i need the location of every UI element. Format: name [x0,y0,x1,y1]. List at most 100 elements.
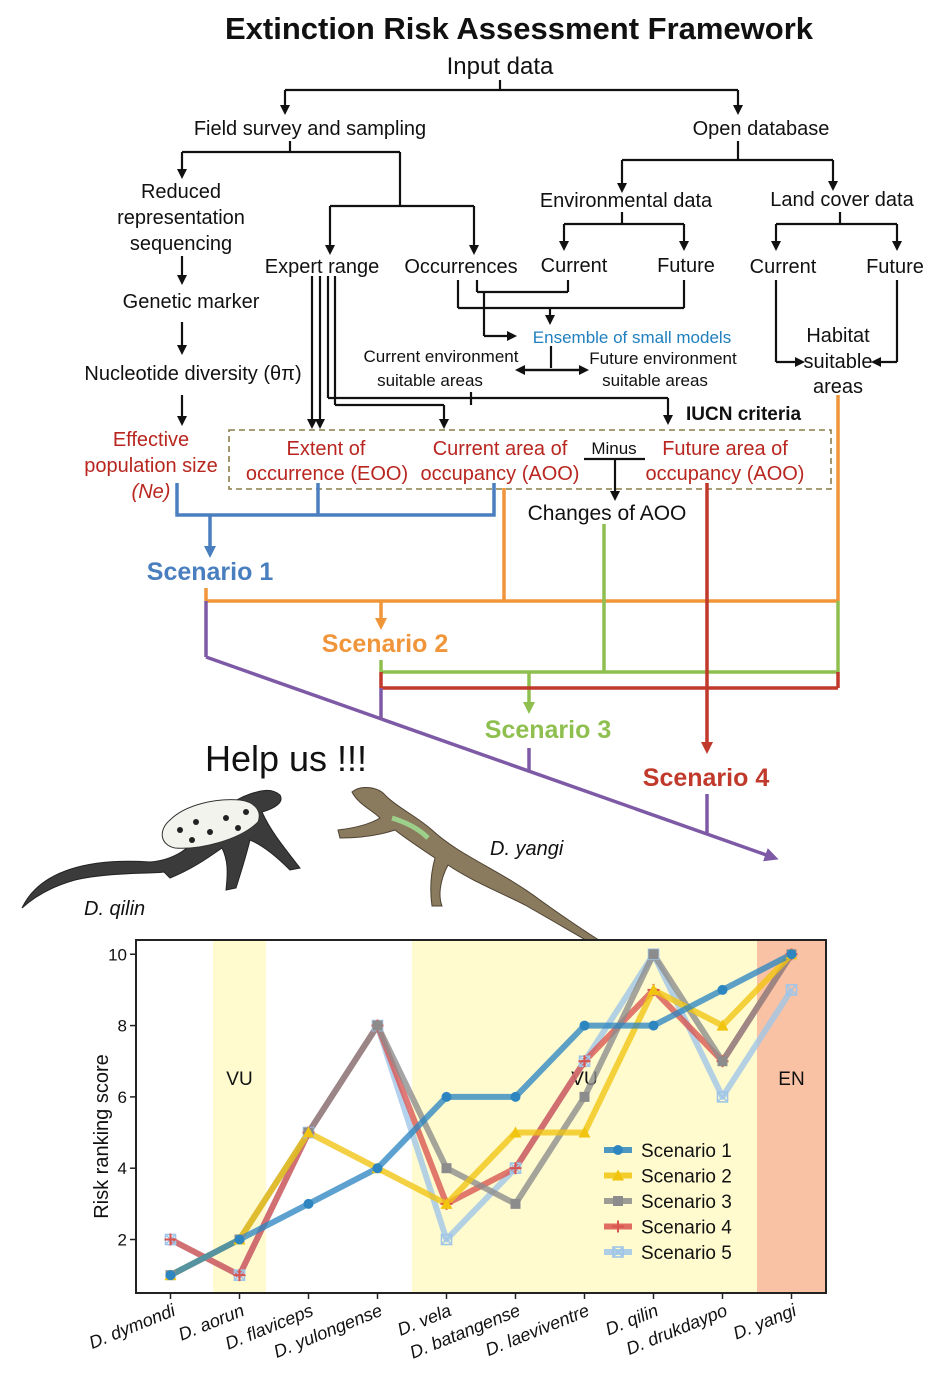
data-point [648,1020,659,1031]
node-changes-aoo: Changes of AOO [528,502,687,525]
scenario-4-label: Scenario 4 [643,764,770,792]
connector-ensemble [456,280,686,341]
data-point [165,1270,176,1281]
y-tick-label: 4 [118,1159,127,1178]
legend-marker [613,1145,623,1155]
legend-label: Scenario 3 [641,1192,732,1213]
node-fut-env-1: Future environment [589,349,737,368]
data-point [579,1020,590,1031]
data-point [716,1019,729,1031]
data-point [164,1233,177,1246]
legend-label: Scenario 2 [641,1167,732,1188]
data-point [648,949,659,960]
legend-marker [613,1196,623,1206]
scenario-1-label: Scenario 1 [147,558,274,586]
node-habitat-2: suitable [804,351,873,373]
legend-marker [612,1169,624,1181]
node-iucn: IUCN criteria [686,404,802,425]
series-line [169,951,793,1278]
node-aoo-fut-2: occupancy (AOO) [646,463,805,485]
y-axis-label: Risk ranking score [91,1054,113,1219]
node-open-database: Open database [693,118,830,140]
data-point [233,1269,246,1282]
data-point [440,1197,453,1209]
data-point [717,1056,728,1067]
connector-database [617,141,838,193]
page-title: Extinction Risk Assessment Framework [225,11,814,46]
connector-ensemble-out [515,346,589,375]
label-qilin: D. qilin [84,898,145,920]
node-ensemble: Ensemble of small models [533,328,731,347]
node-fut-env-2: suitable areas [602,371,708,390]
connector-input [280,80,743,115]
node-rrs-1: Reduced [141,181,221,203]
data-point [441,1091,452,1102]
legend-label: Scenario 1 [641,1141,732,1162]
scenario4-connectors [379,483,840,754]
lizard-yangi-image [337,787,620,956]
data-point [785,984,798,996]
y-tick-label: 6 [118,1088,127,1107]
node-habitat-3: areas [813,376,863,398]
scenario1-connectors [175,483,496,558]
data-point [440,1233,453,1246]
data-point [716,1091,729,1103]
lizard-qilin-image [21,789,301,909]
connector-habitat [774,280,899,367]
data-point [786,949,797,960]
data-point [578,1126,591,1138]
data-point [647,983,660,995]
y-tick-label: 10 [108,945,127,964]
risk-band-label: VU [226,1069,252,1090]
plot-frame [135,939,827,1294]
data-point [372,1163,383,1174]
node-input-data: Input data [447,53,554,80]
node-environmental-data: Environmental data [540,190,713,212]
node-eoo-2: occurrence (EOO) [246,463,408,485]
scenario2-connectors [204,395,840,630]
node-nucleotide-diversity: Nucleotide diversity (θπ) [84,363,301,385]
scenario-2-label: Scenario 2 [322,630,448,658]
node-habitat-1: Habitat [806,325,870,347]
node-aoo-fut-1: Future area of [662,438,788,460]
legend-marker [612,1246,624,1258]
node-env-current: Current [541,255,608,277]
legend-marker [612,1220,624,1233]
node-expert-range: Expert range [265,256,380,278]
node-aoo-cur-1: Current area of [433,438,568,460]
data-point [509,1126,522,1138]
data-point [372,1020,383,1031]
x-category-label: D. dymondi [86,1300,179,1353]
connector-eoo [307,276,673,429]
node-ne-3: (Ne) [132,481,171,503]
data-point [302,1126,315,1138]
label-yangi: D. yangi [490,838,564,860]
node-env-future: Future [657,255,715,277]
y-tick-label: 2 [118,1231,127,1250]
node-occurrences: Occurrences [404,256,517,278]
node-genetic-marker: Genetic marker [123,291,260,313]
risk-band [412,940,757,1293]
node-cur-env-1: Current environment [364,347,519,366]
help-text: Help us !!! [205,738,367,779]
iucn-box [228,429,832,490]
data-point [578,1055,591,1068]
data-point [510,1198,521,1209]
x-category-label: D. yangi [730,1300,800,1344]
legend-label: Scenario 5 [641,1243,732,1264]
node-lc-current: Current [750,256,817,278]
node-lc-future: Future [866,256,924,278]
connector-field [177,141,479,255]
scenario3-connectors [379,524,840,714]
node-land-cover-data: Land cover data [770,189,914,211]
scenario-3-label: Scenario 3 [485,716,611,744]
data-point [717,984,728,995]
node-aoo-cur-2: occupancy (AOO) [421,463,580,485]
scenario5-connectors [204,601,779,862]
risk-band-label: EN [778,1069,804,1090]
data-point [509,1162,522,1175]
connector-env [559,212,902,251]
node-minus: Minus [591,439,636,458]
